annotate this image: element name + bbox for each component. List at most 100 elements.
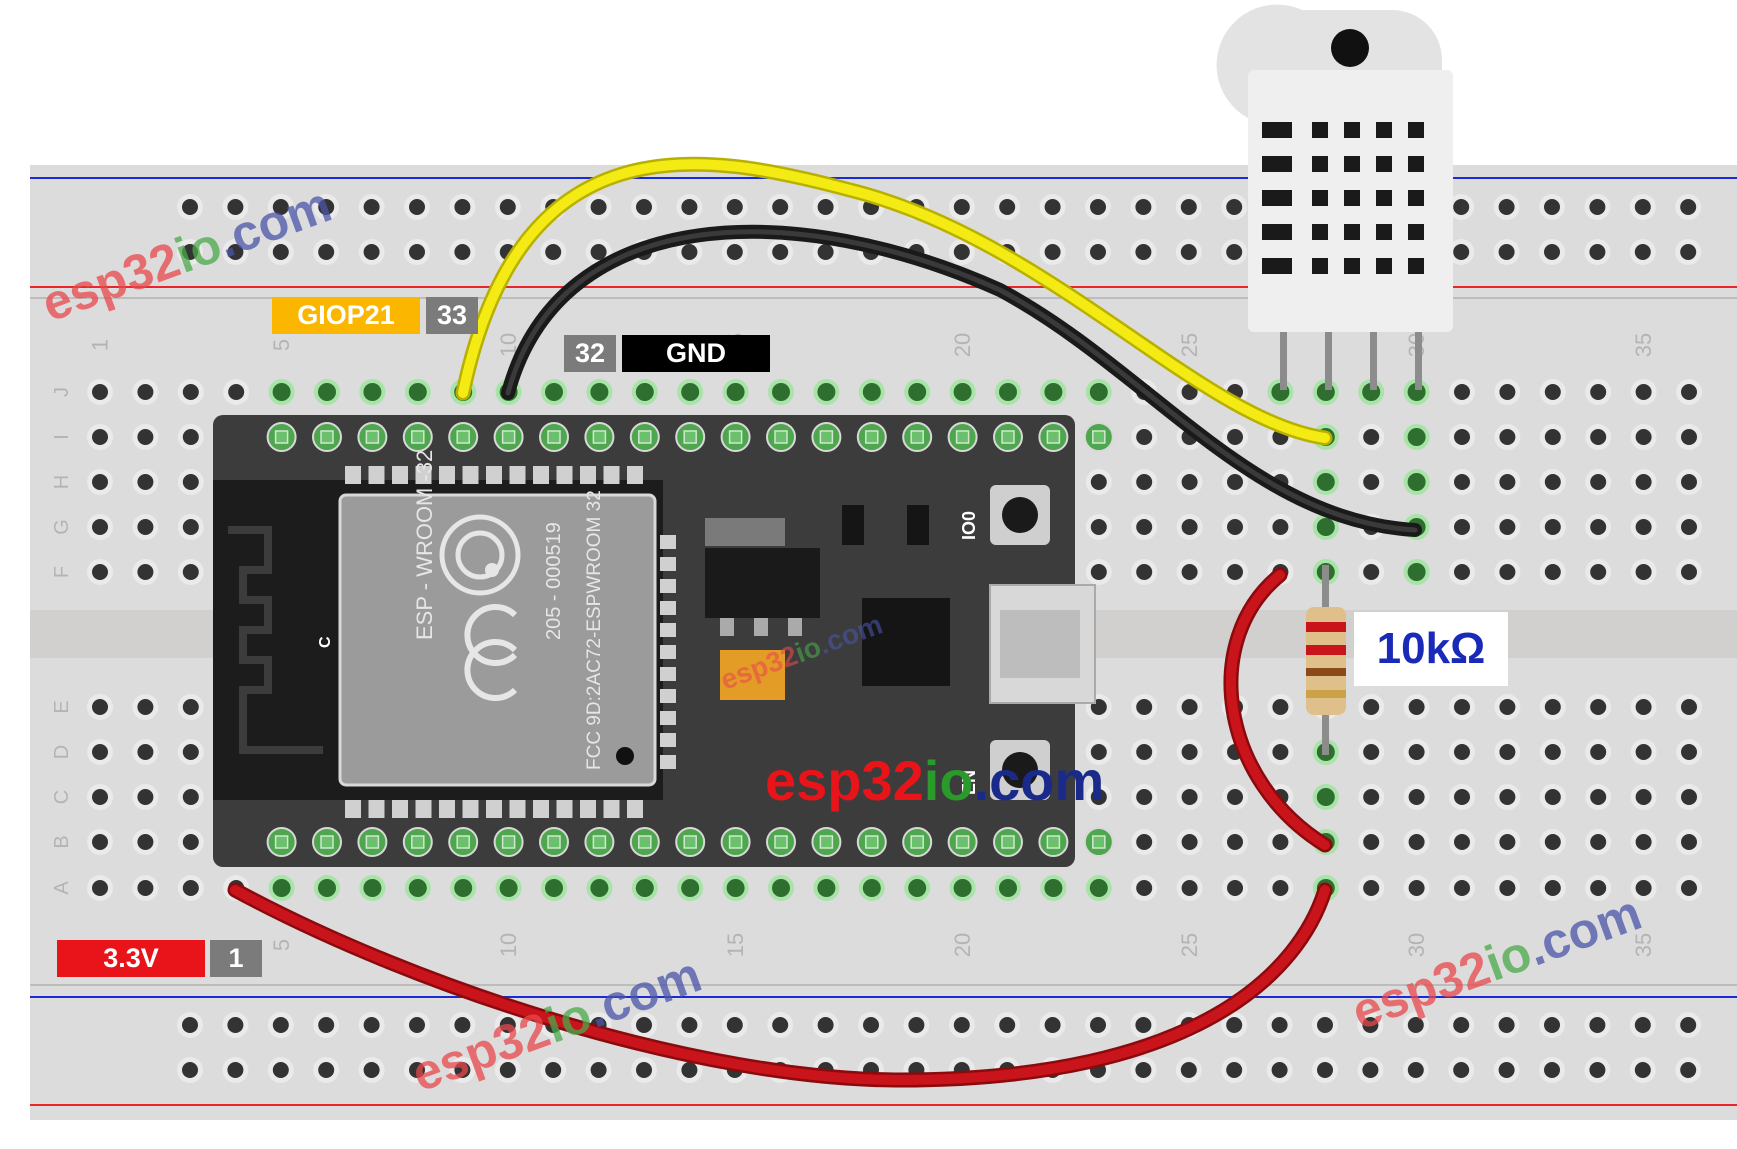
breadboard-hole[interactable] bbox=[1494, 694, 1521, 720]
breadboard-hole[interactable] bbox=[358, 1057, 385, 1083]
breadboard-hole[interactable] bbox=[995, 875, 1021, 901]
breadboard-hole[interactable] bbox=[1221, 239, 1248, 265]
breadboard-hole[interactable] bbox=[1584, 239, 1611, 265]
breadboard-hole[interactable] bbox=[1358, 784, 1385, 810]
breadboard-hole[interactable] bbox=[1494, 784, 1521, 810]
breadboard-hole[interactable] bbox=[404, 1012, 430, 1038]
breadboard-hole[interactable] bbox=[1629, 1012, 1656, 1038]
breadboard-hole[interactable] bbox=[1494, 469, 1521, 495]
breadboard-hole[interactable] bbox=[858, 875, 885, 901]
breadboard-hole[interactable] bbox=[631, 379, 658, 405]
breadboard-hole[interactable] bbox=[1539, 1012, 1565, 1038]
breadboard-hole[interactable] bbox=[404, 875, 431, 901]
breadboard-hole[interactable] bbox=[1539, 784, 1566, 810]
breadboard-hole[interactable] bbox=[1630, 784, 1657, 810]
breadboard-hole[interactable] bbox=[1312, 469, 1339, 495]
breadboard-hole[interactable] bbox=[87, 739, 113, 765]
breadboard-hole[interactable] bbox=[1130, 239, 1157, 265]
breadboard-hole[interactable] bbox=[1402, 1012, 1429, 1038]
breadboard-hole[interactable] bbox=[222, 1012, 249, 1038]
breadboard-hole[interactable] bbox=[1267, 739, 1294, 765]
breadboard-hole[interactable] bbox=[1539, 424, 1566, 450]
breadboard-hole[interactable] bbox=[1676, 514, 1702, 540]
breadboard-hole[interactable] bbox=[1085, 469, 1112, 495]
breadboard-hole[interactable] bbox=[359, 875, 386, 901]
breadboard-hole[interactable] bbox=[1131, 424, 1158, 450]
breadboard-hole[interactable] bbox=[1222, 829, 1248, 855]
breadboard-hole[interactable] bbox=[177, 194, 203, 220]
breadboard-hole[interactable] bbox=[1539, 829, 1566, 855]
breadboard-hole[interactable] bbox=[1539, 239, 1565, 265]
breadboard-hole[interactable] bbox=[1131, 694, 1158, 720]
breadboard-hole[interactable] bbox=[903, 1012, 930, 1038]
breadboard-hole[interactable] bbox=[1494, 559, 1521, 585]
breadboard-hole[interactable] bbox=[177, 514, 204, 540]
breadboard-hole[interactable] bbox=[1358, 829, 1385, 855]
breadboard-hole[interactable] bbox=[1221, 1012, 1248, 1038]
breadboard-hole[interactable] bbox=[1357, 1057, 1384, 1083]
breadboard-hole[interactable] bbox=[1539, 739, 1566, 765]
breadboard-hole[interactable] bbox=[768, 379, 794, 405]
breadboard-hole[interactable] bbox=[1585, 514, 1612, 540]
breadboard-hole[interactable] bbox=[858, 1012, 884, 1038]
breadboard-hole[interactable] bbox=[1494, 514, 1521, 540]
breadboard-hole[interactable] bbox=[1266, 1057, 1293, 1083]
breadboard-hole[interactable] bbox=[1630, 469, 1657, 495]
breadboard-hole[interactable] bbox=[1130, 1012, 1157, 1038]
breadboard-hole[interactable] bbox=[222, 1057, 249, 1083]
breadboard-hole[interactable] bbox=[268, 379, 295, 405]
breadboard-hole[interactable] bbox=[267, 239, 294, 265]
breadboard-hole[interactable] bbox=[222, 239, 249, 265]
breadboard-hole[interactable] bbox=[1267, 829, 1294, 855]
breadboard-hole[interactable] bbox=[1629, 194, 1656, 220]
breadboard-hole[interactable] bbox=[494, 1057, 521, 1083]
breadboard-hole[interactable] bbox=[1676, 694, 1702, 720]
breadboard-hole[interactable] bbox=[1630, 379, 1657, 405]
breadboard-hole[interactable] bbox=[586, 379, 613, 405]
breadboard-hole[interactable] bbox=[1675, 194, 1702, 220]
breadboard-hole[interactable] bbox=[1358, 469, 1385, 495]
breadboard-hole[interactable] bbox=[1222, 424, 1248, 450]
breadboard-hole[interactable] bbox=[1176, 694, 1203, 720]
breadboard-hole[interactable] bbox=[1449, 694, 1475, 720]
breadboard-hole[interactable] bbox=[1131, 739, 1158, 765]
breadboard-hole[interactable] bbox=[313, 239, 340, 265]
breadboard-hole[interactable] bbox=[267, 1057, 294, 1083]
breadboard-hole[interactable] bbox=[87, 784, 113, 810]
breadboard-hole[interactable] bbox=[1403, 469, 1430, 495]
breadboard-hole[interactable] bbox=[404, 194, 430, 220]
breadboard-hole[interactable] bbox=[1675, 239, 1702, 265]
breadboard-hole[interactable] bbox=[1085, 875, 1112, 901]
breadboard-hole[interactable] bbox=[132, 469, 159, 495]
breadboard-hole[interactable] bbox=[1449, 514, 1475, 540]
breadboard-hole[interactable] bbox=[1130, 194, 1157, 220]
breadboard-hole[interactable] bbox=[1676, 739, 1702, 765]
breadboard-hole[interactable] bbox=[87, 514, 113, 540]
breadboard-hole[interactable] bbox=[132, 875, 159, 901]
breadboard-hole[interactable] bbox=[1630, 514, 1657, 540]
breadboard-hole[interactable] bbox=[177, 739, 204, 765]
breadboard-hole[interactable] bbox=[1403, 875, 1430, 901]
breadboard-hole[interactable] bbox=[87, 559, 113, 585]
breadboard-hole[interactable] bbox=[132, 379, 159, 405]
breadboard-hole[interactable] bbox=[1494, 379, 1521, 405]
breadboard-hole[interactable] bbox=[177, 694, 204, 720]
breadboard-hole[interactable] bbox=[1402, 1057, 1429, 1083]
breadboard-hole[interactable] bbox=[314, 875, 340, 901]
breadboard-hole[interactable] bbox=[541, 875, 567, 901]
breadboard-hole[interactable] bbox=[1676, 829, 1702, 855]
breadboard-hole[interactable] bbox=[449, 194, 476, 220]
breadboard-hole[interactable] bbox=[1585, 559, 1612, 585]
breadboard-hole[interactable] bbox=[949, 379, 976, 405]
breadboard-hole[interactable] bbox=[676, 194, 703, 220]
breadboard-hole[interactable] bbox=[904, 875, 931, 901]
breadboard-hole[interactable] bbox=[404, 379, 431, 405]
breadboard-hole[interactable] bbox=[585, 1057, 612, 1083]
breadboard-hole[interactable] bbox=[1085, 379, 1112, 405]
breadboard-hole[interactable] bbox=[177, 559, 204, 585]
breadboard-hole[interactable] bbox=[1585, 424, 1612, 450]
breadboard-hole[interactable] bbox=[313, 1057, 340, 1083]
breadboard-hole[interactable] bbox=[676, 239, 703, 265]
breadboard-hole[interactable] bbox=[1403, 784, 1430, 810]
breadboard-hole[interactable] bbox=[1449, 424, 1475, 450]
